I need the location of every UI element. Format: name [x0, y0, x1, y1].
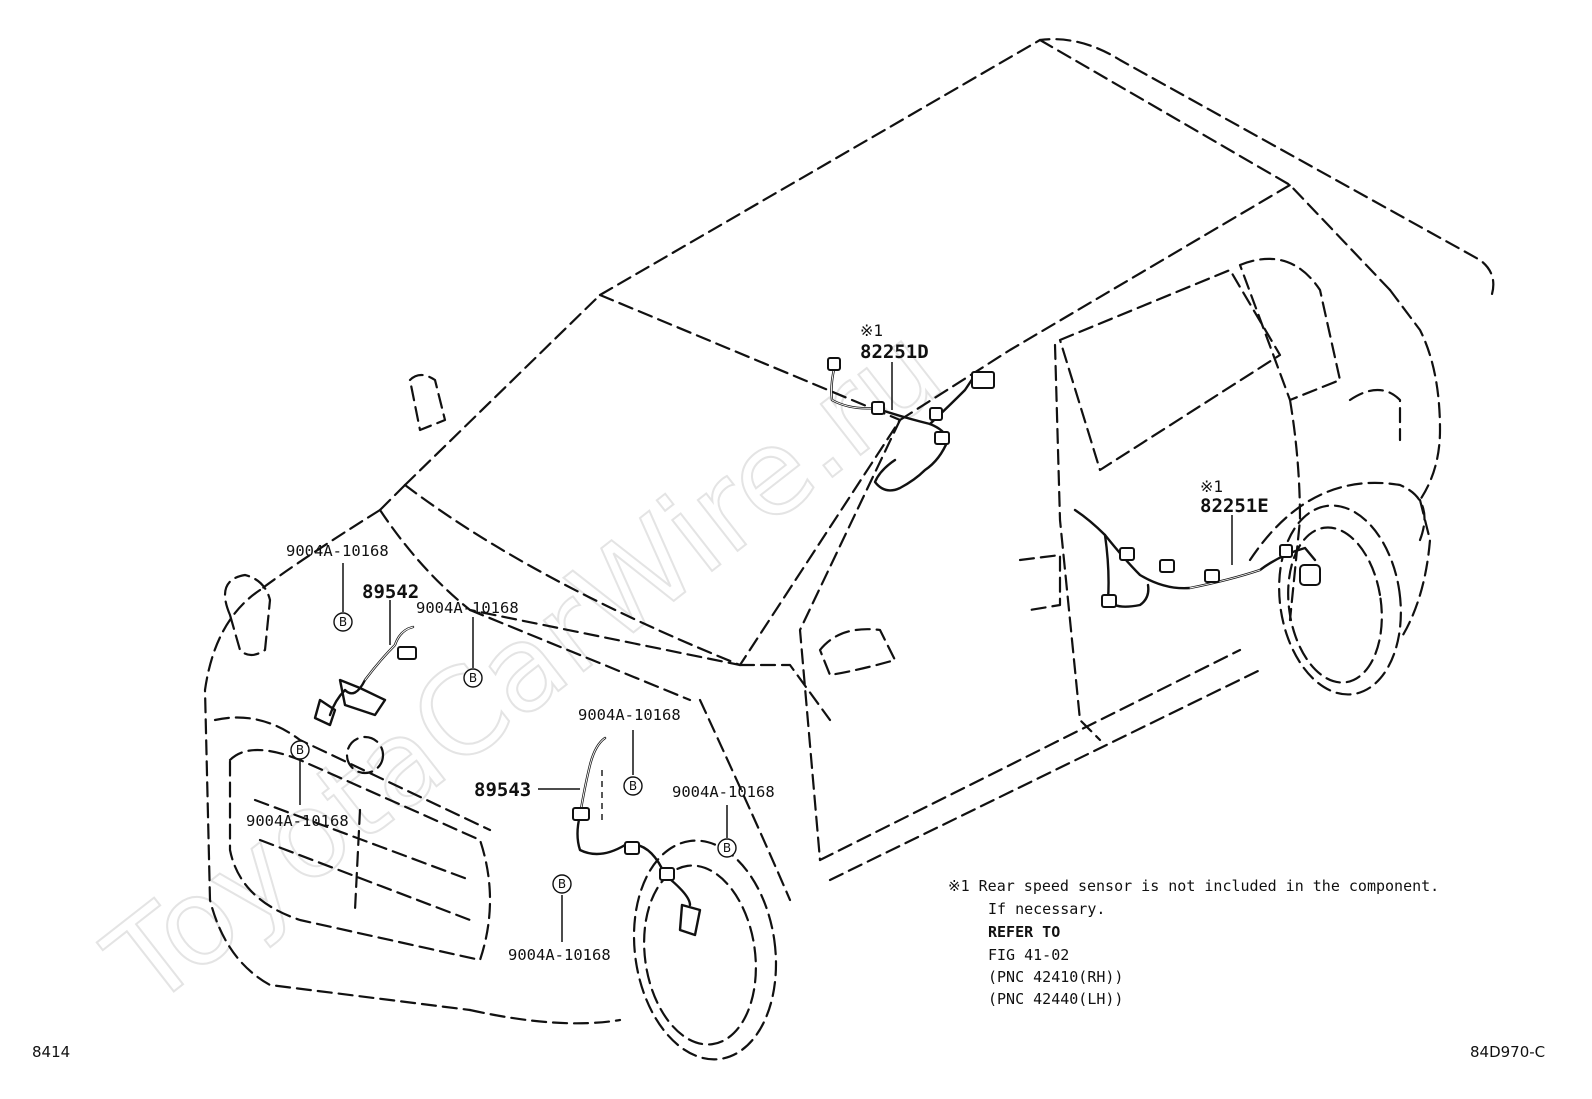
- note-line-4: FIG 41-02: [988, 946, 1069, 964]
- note-line-3: REFER TO: [988, 923, 1060, 941]
- note-line-5: (PNC 42410(RH)): [988, 968, 1123, 986]
- part-label-89542: 89542: [362, 581, 419, 603]
- svg-text:B: B: [469, 671, 477, 685]
- footer-right-code: 84D970-C: [1470, 1043, 1545, 1061]
- clamp-label-4: 9004A-10168: [578, 706, 681, 724]
- clamp-marker-5: B: [717, 838, 737, 858]
- clamp-marker-2: B: [463, 668, 483, 688]
- front-rh-speed-sensor: [572, 736, 702, 937]
- svg-text:B: B: [723, 841, 731, 855]
- note-line-1: ※1 Rear speed sensor is not included in …: [948, 877, 1439, 895]
- car-body-outline: [203, 38, 1495, 1061]
- svg-text:B: B: [558, 877, 566, 891]
- leader-lines: [299, 362, 1233, 942]
- svg-text:B: B: [629, 779, 637, 793]
- part-label-82251D: 82251D: [860, 341, 929, 363]
- footer-left-code: 8414: [32, 1043, 70, 1061]
- note-line-2: If necessary.: [988, 900, 1105, 918]
- clamp-label-2: 9004A-10168: [416, 599, 519, 617]
- clamp-marker-6: B: [552, 874, 572, 894]
- rear-rh-sensor-harness: [827, 357, 995, 492]
- footnote: ※1 Rear speed sensor is not included in …: [948, 877, 1439, 1008]
- rear-lh-sensor-harness: [1073, 508, 1321, 608]
- watermark: ToyotaCarWire.ru: [81, 299, 966, 1033]
- clamp-marker-1: B: [333, 612, 353, 632]
- svg-text:B: B: [339, 615, 347, 629]
- note-mark-82251E: ※1: [1200, 477, 1223, 496]
- note-mark-82251D: ※1: [860, 321, 883, 340]
- clamp-label-1: 9004A-10168: [286, 542, 389, 560]
- clamp-marker-4: B: [623, 776, 643, 796]
- front-lh-speed-sensor: [313, 625, 417, 727]
- svg-text:B: B: [296, 743, 304, 757]
- clamp-label-6: 9004A-10168: [508, 946, 611, 964]
- part-label-89543: 89543: [474, 779, 531, 801]
- clamp-label-5: 9004A-10168: [672, 783, 775, 801]
- note-line-6: (PNC 42440(LH)): [988, 990, 1123, 1008]
- part-label-82251E: 82251E: [1200, 495, 1269, 517]
- clamp-marker-3: B: [290, 740, 310, 760]
- clamp-label-3: 9004A-10168: [246, 812, 349, 830]
